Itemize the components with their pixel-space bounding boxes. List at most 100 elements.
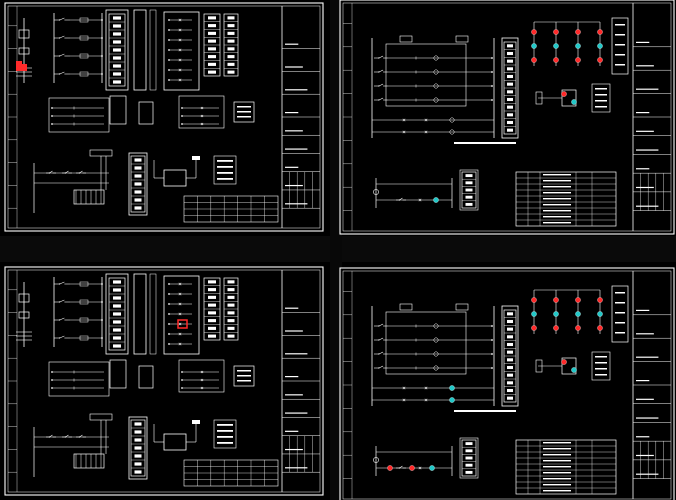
wire	[200, 370, 204, 374]
terminal-label-bar	[227, 303, 235, 307]
parts-table	[515, 439, 617, 495]
indicator-lamp-cyan	[571, 367, 577, 373]
terminal-label-bar	[507, 342, 513, 347]
terminal-label-bar	[134, 438, 142, 442]
terminal-tag	[192, 156, 200, 160]
title-block-text	[636, 473, 659, 475]
legend-line	[615, 332, 625, 334]
legend-box	[213, 419, 237, 449]
wire	[378, 323, 384, 327]
contact-terminal	[78, 172, 81, 174]
terminal-label-bar	[134, 206, 142, 210]
node-dot	[491, 99, 493, 101]
terminal-label-bar	[227, 311, 235, 315]
terminal-label-bar	[507, 365, 513, 370]
indicator-lamp-cyan	[449, 397, 455, 403]
indicator-lamp-cyan	[531, 311, 537, 317]
title-block-text	[285, 467, 308, 469]
table-text	[543, 222, 571, 224]
wire	[59, 53, 65, 57]
title-block-text	[636, 88, 659, 90]
wire	[178, 18, 182, 22]
terminal-label-bar	[208, 24, 216, 28]
indicator-lamp-red	[409, 465, 415, 471]
terminal-label-bar	[208, 288, 216, 292]
indicator-lamp-red	[575, 29, 581, 35]
title-block-text	[285, 112, 299, 114]
display-line	[237, 375, 251, 377]
sheet-top-left[interactable]	[4, 2, 324, 232]
terminal-label-bar	[113, 56, 121, 60]
relay-panel	[163, 11, 200, 91]
legend-line	[595, 100, 607, 102]
terminal-label-bar	[134, 470, 142, 474]
display-line	[237, 111, 251, 113]
wire	[59, 281, 65, 285]
terminal-label-bar	[113, 64, 121, 68]
wire	[424, 118, 428, 122]
wire	[178, 302, 182, 306]
legend-line	[217, 436, 233, 438]
contact-terminal	[378, 99, 380, 101]
wire	[378, 337, 384, 341]
relay-coil	[433, 97, 439, 103]
contact-terminal	[58, 337, 61, 339]
breaker-box	[399, 303, 413, 311]
legend-line	[217, 424, 233, 426]
table-text	[543, 192, 571, 194]
breaker-box	[399, 35, 413, 43]
sheet-bottom-right[interactable]	[339, 267, 675, 500]
legend-line	[595, 94, 607, 96]
legend-line	[595, 374, 607, 376]
indicator-lamp-red	[553, 57, 559, 63]
wire	[178, 48, 182, 52]
node-dot	[491, 325, 493, 327]
legend-line	[595, 362, 607, 364]
terminal-label-bar	[134, 422, 142, 426]
table-text	[543, 180, 571, 182]
legend-line	[615, 64, 625, 66]
terminal-label-bar	[134, 446, 142, 450]
legend-line	[217, 442, 233, 444]
terminal-label-bar	[507, 358, 513, 362]
meter-box	[138, 101, 154, 125]
terminal-label-bar	[465, 456, 473, 460]
table-text	[543, 478, 571, 480]
relay-panel	[163, 275, 200, 355]
contact-terminal	[378, 71, 380, 73]
terminal-cabinet	[105, 273, 129, 355]
contact-terminal	[378, 353, 380, 355]
indicator-lamp-cyan	[571, 99, 577, 105]
node-dot	[491, 57, 493, 59]
title-block-text	[636, 65, 654, 67]
wire	[378, 351, 384, 355]
wire	[59, 17, 65, 21]
table-text	[543, 204, 571, 206]
legend-line	[595, 356, 607, 358]
legend-line	[217, 172, 233, 174]
terminal-label-bar	[113, 40, 121, 44]
title-block-text	[636, 309, 650, 311]
terminal-label-bar	[507, 51, 513, 56]
terminal-label-bar	[113, 48, 121, 52]
indicator-lamp-cyan	[597, 43, 603, 49]
title-block-text	[636, 356, 659, 358]
terminal-label-bar	[227, 55, 235, 59]
title-block-text	[636, 41, 650, 43]
wire	[178, 78, 182, 82]
terminal-label-bar	[134, 182, 142, 186]
indicator-lamp-red	[531, 325, 537, 331]
control-frame	[48, 361, 110, 397]
terminal-label-bar	[134, 174, 142, 178]
table-text	[543, 448, 571, 450]
terminal-label-bar	[507, 381, 513, 385]
sheet-top-right[interactable]	[339, 0, 675, 235]
table-text	[543, 216, 571, 218]
cabinet-side-narrow	[149, 9, 157, 91]
terminal-label-bar	[113, 16, 121, 20]
terminal-label-bar	[208, 319, 216, 323]
sheet-bottom-left[interactable]	[4, 266, 324, 496]
terminal-label-bar	[507, 327, 513, 331]
terminal-label-bar	[465, 174, 473, 178]
